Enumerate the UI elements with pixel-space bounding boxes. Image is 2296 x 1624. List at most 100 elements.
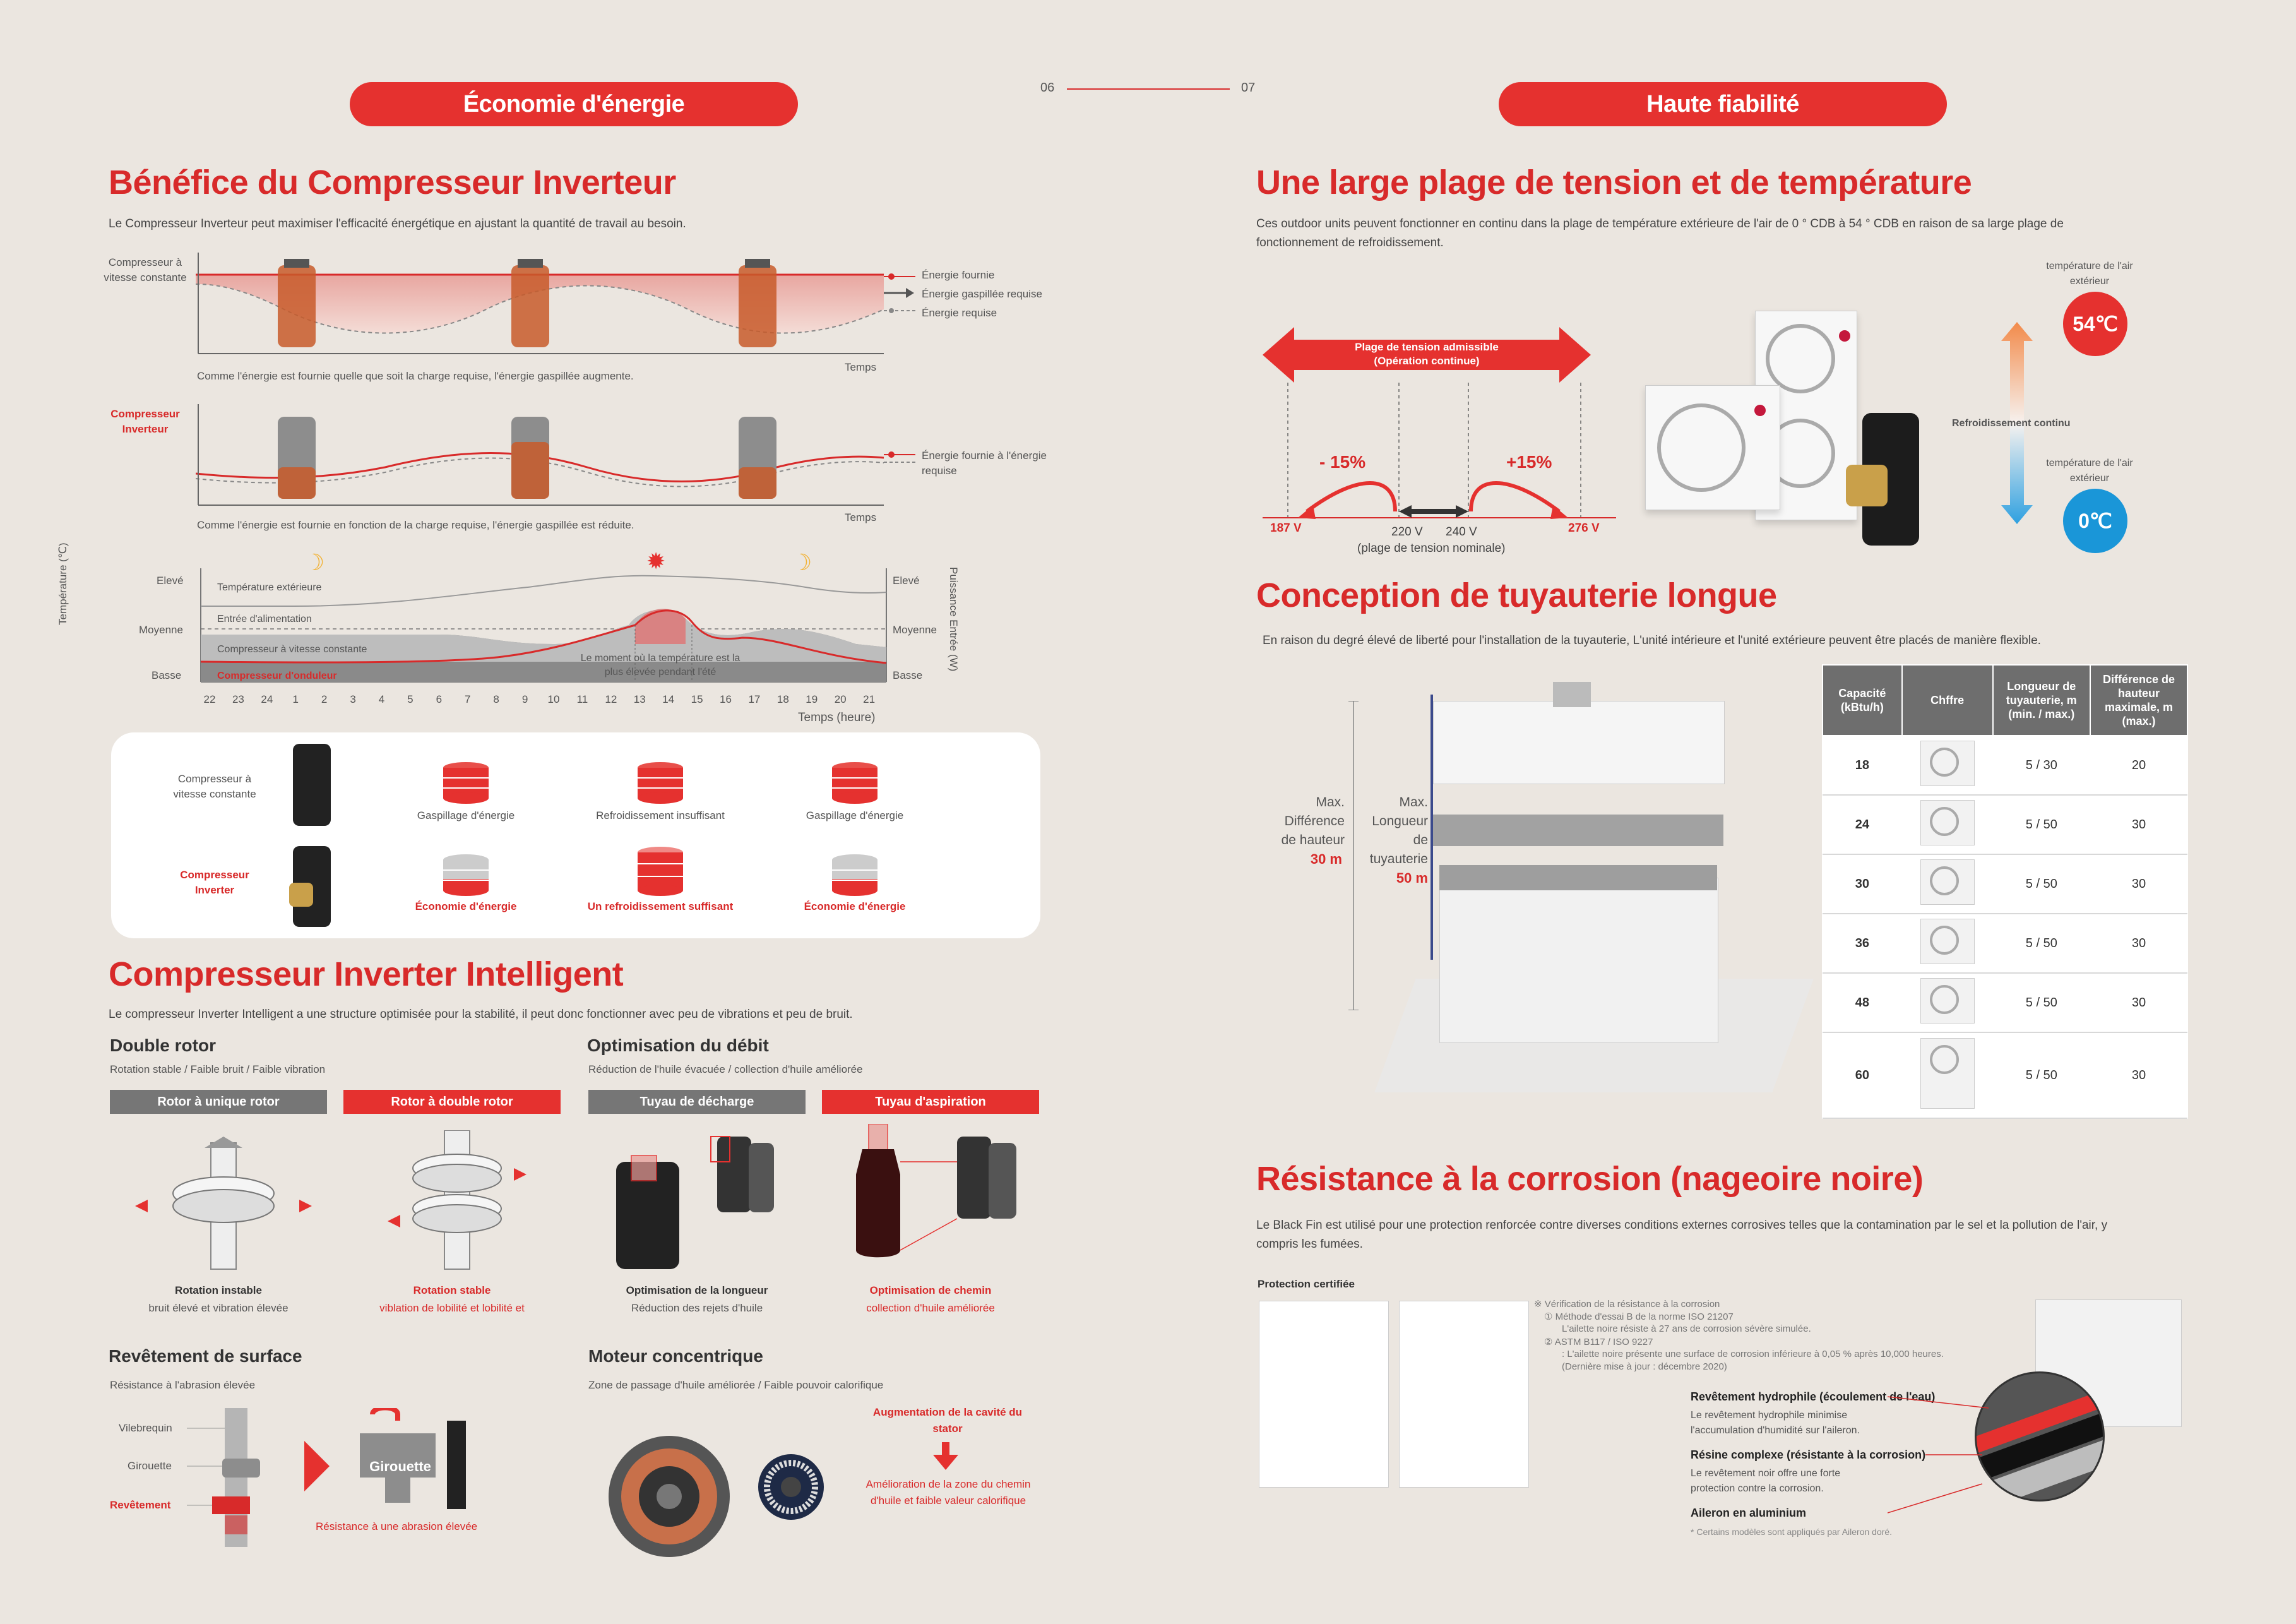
cell-diff: 30 — [2090, 854, 2187, 914]
temp-top-badge: 54℃ — [2063, 292, 2127, 356]
hour-tick-label: 15 — [691, 693, 703, 705]
hour-tick-label: 12 — [605, 693, 617, 705]
unit-thumbnail — [1901, 1032, 1993, 1119]
voltage-low: 187 V — [1270, 522, 1302, 535]
hour-tick-label: 1 — [292, 693, 299, 705]
coating-sub: Résistance à l'abrasion élevée — [110, 1379, 256, 1391]
piping-title: Conception de tuyauterie longue — [1256, 576, 1777, 614]
cell-length: 5 / 50 — [1992, 914, 2090, 974]
hour-tick-label: 24 — [261, 693, 273, 705]
chart2-xlabel: Temps — [845, 511, 877, 523]
section-pill-fiabilite: Haute fiabilité — [1499, 82, 1947, 126]
double-rotor-caption-b: viblation de lobilité et lobilité et — [379, 1302, 525, 1314]
coating-label-0: Vilebrequin — [119, 1422, 172, 1434]
chart2-legend: Énergie fournie à l'énergie requise — [922, 450, 1047, 477]
discharge-pipe-diagram — [616, 1136, 774, 1269]
vane-diagram — [360, 1408, 466, 1509]
cell-length: 5 / 50 — [1992, 795, 2090, 855]
discharge-caption-a: Optimisation de la longueur — [626, 1284, 768, 1296]
voltage-mid2: 240 V — [1446, 525, 1477, 539]
hour-tick-label: 18 — [776, 693, 789, 705]
coating-label-2: Revêtement — [110, 1499, 171, 1511]
hour-tick-label: 10 — [547, 693, 560, 705]
daily-level-left-1: Moyenne — [139, 624, 183, 636]
single-rotor-caption-b: bruit élevé et vibration élevée — [148, 1302, 288, 1314]
note-4: : L'ailette noire présente une surface d… — [1562, 1349, 1944, 1359]
chart1-legend-1: Énergie gaspillée requise — [922, 288, 1042, 300]
voltage-plus: +15% — [1506, 452, 1552, 472]
layer-2-title: Aileron en aluminium — [1691, 1507, 1807, 1519]
daily-y-right-title: Puissance Entrée (W) — [948, 567, 960, 672]
chart1-graphic — [196, 253, 884, 354]
daily-series-0: Température extérieure — [217, 582, 322, 593]
discharge-caption-b: Réduction des rejets d'huile — [631, 1302, 763, 1314]
compare-row2-item-2: Économie d'énergie — [804, 900, 906, 912]
crankshaft-diagram — [187, 1408, 260, 1547]
daily-level-right-1: Moyenne — [893, 624, 937, 636]
height-dimension-line — [1348, 701, 1359, 1010]
hour-tick-label: 19 — [806, 693, 818, 705]
cell-length: 5 / 50 — [1992, 854, 2090, 914]
hour-tick-label: 16 — [720, 693, 732, 705]
corrosion-footnote: * Certains modèles sont appliqués par Ai… — [1691, 1527, 1893, 1537]
temp-mid-label: Refroidissement continu — [1952, 418, 2071, 429]
compressor-gold-part — [1846, 465, 1888, 506]
single-rotor-diagram — [135, 1137, 312, 1270]
length-value: 50 m — [1396, 870, 1428, 886]
single-rotor-caption-a: Rotation instable — [175, 1284, 262, 1296]
tag-discharge-pipe: Tuyau de décharge — [588, 1090, 806, 1114]
chart2-caption: Comme l'énergie est fournie en fonction … — [197, 519, 634, 531]
hour-tick-label: 17 — [748, 693, 761, 705]
voltage-nominal: (plage de tension nominale) — [1357, 542, 1506, 555]
compare-box — [111, 732, 1040, 938]
certificate-image-1 — [1259, 1301, 1389, 1488]
flow-sub: Réduction de l'huile évacuée / collectio… — [588, 1063, 863, 1075]
layer-0-title: Revêtement hydrophile (écoulement de l'e… — [1691, 1390, 1936, 1403]
compare-row1-item-1: Refroidissement insuffisant — [596, 809, 725, 821]
inverter-compressor-gold — [289, 883, 313, 907]
certificate-image-2 — [1399, 1301, 1529, 1488]
coating-caption: Résistance à une abrasion élevée — [316, 1520, 478, 1532]
cell-diff: 30 — [2090, 795, 2187, 855]
cell-capacity: 36 — [1823, 914, 1902, 974]
tag-double-rotor: Rotor à double rotor — [343, 1090, 561, 1114]
hour-tick-label: 14 — [662, 693, 675, 705]
hour-tick-label: 23 — [232, 693, 244, 705]
voltage-high: 276 V — [1568, 522, 1600, 535]
daily-level-right-0: Elevé — [893, 575, 920, 587]
tag-single-rotor: Rotor à unique rotor — [110, 1090, 327, 1114]
voltage-arrow-label-2: (Opération continue) — [1374, 355, 1480, 367]
moon-icon-right: ☽ — [792, 549, 812, 575]
chevron-right-icon — [304, 1441, 330, 1491]
length-label: Max. Longueur de tuyauterie — [1369, 795, 1428, 866]
voltage-title: Une large plage de tension et de tempéra… — [1256, 164, 1972, 201]
compare-row2-item-1: Un refroidissement suffisant — [587, 900, 734, 912]
stator-diagram — [609, 1436, 730, 1557]
piping-intro: En raison du degré élevé de liberté pour… — [1263, 634, 2041, 647]
benefit-intro: Le Compresseur Inverteur peut maximiser … — [109, 217, 686, 230]
page-divider — [1067, 88, 1230, 90]
voltage-minus: - 15% — [1319, 452, 1366, 472]
daily-annotation: Le moment où la température est la plus … — [580, 653, 741, 678]
cell-diff: 20 — [2090, 736, 2187, 796]
chart2-ylabel: Compresseur Inverteur — [110, 408, 180, 435]
rotor-diagram — [758, 1454, 824, 1520]
chart1-legend-0: Énergie fournie — [922, 269, 995, 281]
flow-title: Optimisation du débit — [587, 1036, 769, 1055]
col-capacity: Capacité (kBtu/h) — [1822, 664, 1903, 736]
hour-tick-label: 7 — [465, 693, 471, 705]
hour-tick-label: 5 — [407, 693, 413, 705]
hour-tick-label: 8 — [493, 693, 499, 705]
hour-tick-label: 3 — [350, 693, 356, 705]
daily-series-3: Compresseur d'onduleur — [217, 671, 337, 681]
col-height-diff: Différence de hauteur maximale, m (max.) — [2089, 664, 2189, 736]
motor-label-1: Augmentation de la cavité du stator — [872, 1406, 1023, 1435]
moon-icon-left: ☽ — [304, 549, 325, 575]
corrosion-title: Résistance à la corrosion (nageoire noir… — [1256, 1160, 1924, 1198]
chart1-ylabel: Compresseur à vitesse constante — [104, 256, 187, 284]
fin-layer-zoom — [1975, 1371, 2105, 1502]
suction-caption-b: collection d'huile améliorée — [866, 1302, 995, 1314]
note-2: L'ailette noire résiste à 27 ans de corr… — [1562, 1323, 1811, 1334]
